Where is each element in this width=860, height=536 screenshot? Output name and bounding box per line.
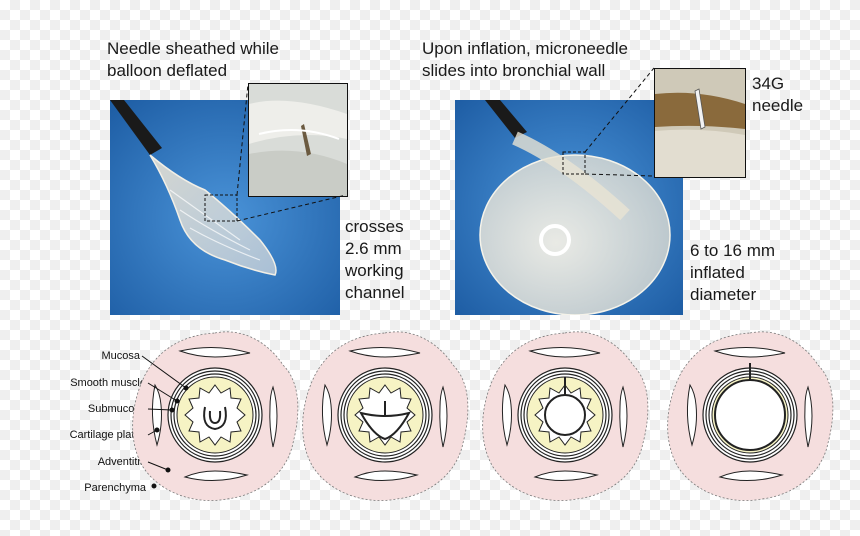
- legend-leaders: [141, 355, 189, 489]
- caption-line: inflated: [690, 263, 745, 282]
- working-channel-caption: crosses 2.6 mm working channel: [345, 216, 405, 304]
- cross-section-deflated: [132, 331, 299, 502]
- caption-line: Needle sheathed while: [107, 39, 280, 58]
- needle-caption: 34G needle: [752, 73, 803, 117]
- label-smooth-muscle: Smooth muscle: [70, 377, 146, 389]
- inflated-diameter-caption: 6 to 16 mm inflated diameter: [690, 240, 775, 306]
- left-photo-caption: Needle sheathed while balloon deflated: [107, 38, 279, 82]
- label-adventitia: Adventitia: [97, 456, 146, 468]
- caption-line: working: [345, 261, 404, 280]
- cross-section-partial-inflation: [302, 331, 469, 502]
- caption-line: 34G: [752, 74, 785, 93]
- right-photo-caption: Upon inflation, microneedle slides into …: [422, 38, 628, 82]
- caption-line: crosses: [345, 217, 404, 236]
- cross-section-fully-inflated: [667, 331, 834, 502]
- label-submucosa: Submucosa: [87, 403, 146, 415]
- caption-line: 6 to 16 mm: [690, 241, 776, 260]
- caption-line: Upon inflation, microneedle: [422, 39, 629, 58]
- label-cartilage-plates: Cartilage plates: [69, 429, 146, 441]
- label-mucosa: Mucosa: [101, 350, 140, 362]
- caption-line: channel: [345, 283, 405, 302]
- cross-section-needle-advancing: [482, 331, 649, 502]
- caption-line: balloon deflated: [107, 61, 228, 80]
- caption-line: diameter: [690, 285, 757, 304]
- caption-line: needle: [752, 96, 804, 115]
- caption-line: 2.6 mm: [345, 239, 402, 258]
- label-parenchyma: Parenchyma: [84, 482, 146, 494]
- needle-inset: [654, 68, 746, 178]
- caption-line: slides into bronchial wall: [422, 61, 606, 80]
